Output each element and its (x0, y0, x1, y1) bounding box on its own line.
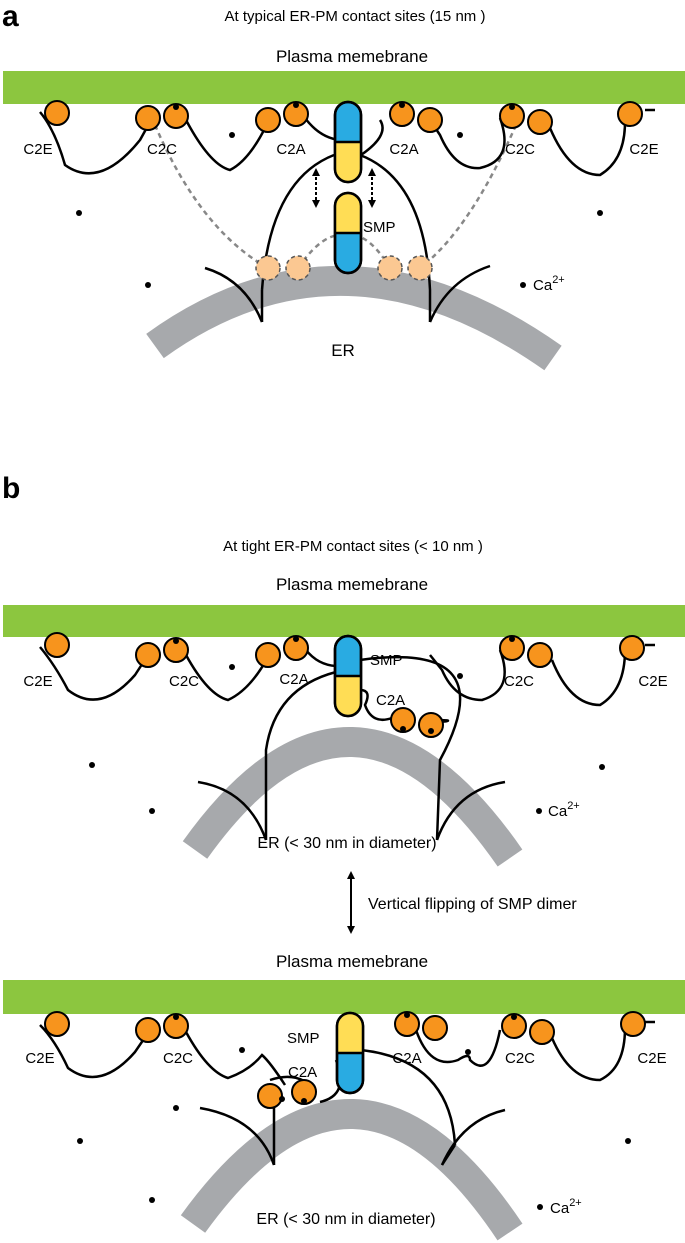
ca-bound-dots-b-bottom (173, 1012, 517, 1104)
free-ca-ions-b-top (89, 664, 605, 814)
label-b-bottom-c2a-er: C2A (288, 1064, 317, 1081)
er-membrane (146, 266, 562, 371)
label-b-top-c2c-left: C2C (169, 673, 199, 690)
panel-a-title: At typical ER-PM contact sites (15 nm ) (225, 8, 486, 25)
linkers-b-bottom (39, 1020, 655, 1166)
label-b-top-ca: Ca2+ (548, 800, 580, 820)
label-c2a-right: C2A (389, 141, 418, 158)
panel-b-letter: b (2, 472, 20, 505)
panel-b-top-er-label: ER (< 30 nm in diameter) (257, 835, 436, 852)
ca-bound-dots (173, 102, 515, 110)
faded-c2-domains (255, 255, 433, 281)
panel-b: b At tight ER-PM contact sites (< 10 nm … (2, 472, 685, 1241)
free-ca-ions (76, 132, 603, 288)
c2-domain-circles-b-bottom (44, 1011, 646, 1109)
label-b-bottom-ca: Ca2+ (550, 1197, 582, 1217)
panel-b-bottom-er-label: ER (< 30 nm in diameter) (256, 1211, 435, 1228)
flip-label: Vertical flipping of SMP dimer (368, 896, 577, 913)
label-b-bottom-c2c-left: C2C (163, 1050, 193, 1067)
label-smp: SMP (363, 219, 396, 236)
label-ca: Ca2+ (533, 274, 565, 294)
label-b-top-smp: SMP (370, 652, 403, 669)
panel-b-bottom-membrane-label: Plasma memebrane (276, 952, 428, 971)
label-c2e-right: C2E (629, 141, 658, 158)
label-b-bottom-c2a-right: C2A (392, 1050, 421, 1067)
ca-bound-dots-b-top (173, 636, 515, 734)
plasma-membrane-b-top (3, 605, 685, 637)
plasma-membrane-b-bottom (3, 980, 685, 1014)
label-b-bottom-c2e-left: C2E (25, 1050, 54, 1067)
label-b-bottom-smp: SMP (287, 1030, 320, 1047)
label-b-top-c2a-er: C2A (376, 692, 405, 709)
smp-shift-arrows (312, 168, 376, 208)
label-b-top-c2e-left: C2E (23, 673, 52, 690)
label-c2a-left: C2A (276, 141, 305, 158)
panel-b-top-membrane-label: Plasma memebrane (276, 575, 428, 594)
label-c2c-left: C2C (147, 141, 177, 158)
er-membrane-b-bottom (180, 1099, 523, 1241)
smp-dimer-lower (333, 191, 363, 275)
panel-a-membrane-label: Plasma memebrane (276, 47, 428, 66)
label-b-top-c2e-right: C2E (638, 673, 667, 690)
c2-domain-circles (44, 100, 643, 135)
panel-a-er-label: ER (331, 341, 355, 360)
panel-b-title: At tight ER-PM contact sites (< 10 nm ) (223, 538, 483, 555)
label-b-top-c2c-right: C2C (504, 673, 534, 690)
label-b-bottom-c2c-right: C2C (505, 1050, 535, 1067)
linkers-b-top (39, 643, 655, 841)
smp-dimer-b-top (333, 634, 363, 718)
label-c2c-right: C2C (505, 141, 535, 158)
c2-domain-circles-b-top (44, 632, 645, 738)
plasma-membrane (3, 71, 685, 104)
label-b-top-c2a-left: C2A (279, 671, 308, 688)
panel-a-letter: a (2, 0, 19, 33)
label-c2e-left: C2E (23, 141, 52, 158)
free-ca-ions-b-bottom (77, 1047, 631, 1210)
smp-dimer-upper (333, 100, 363, 184)
panel-a: a At typical ER-PM contact sites (15 nm … (2, 0, 685, 371)
label-b-bottom-c2e-right: C2E (637, 1050, 666, 1067)
smp-dimer-b-bottom (335, 1011, 365, 1095)
